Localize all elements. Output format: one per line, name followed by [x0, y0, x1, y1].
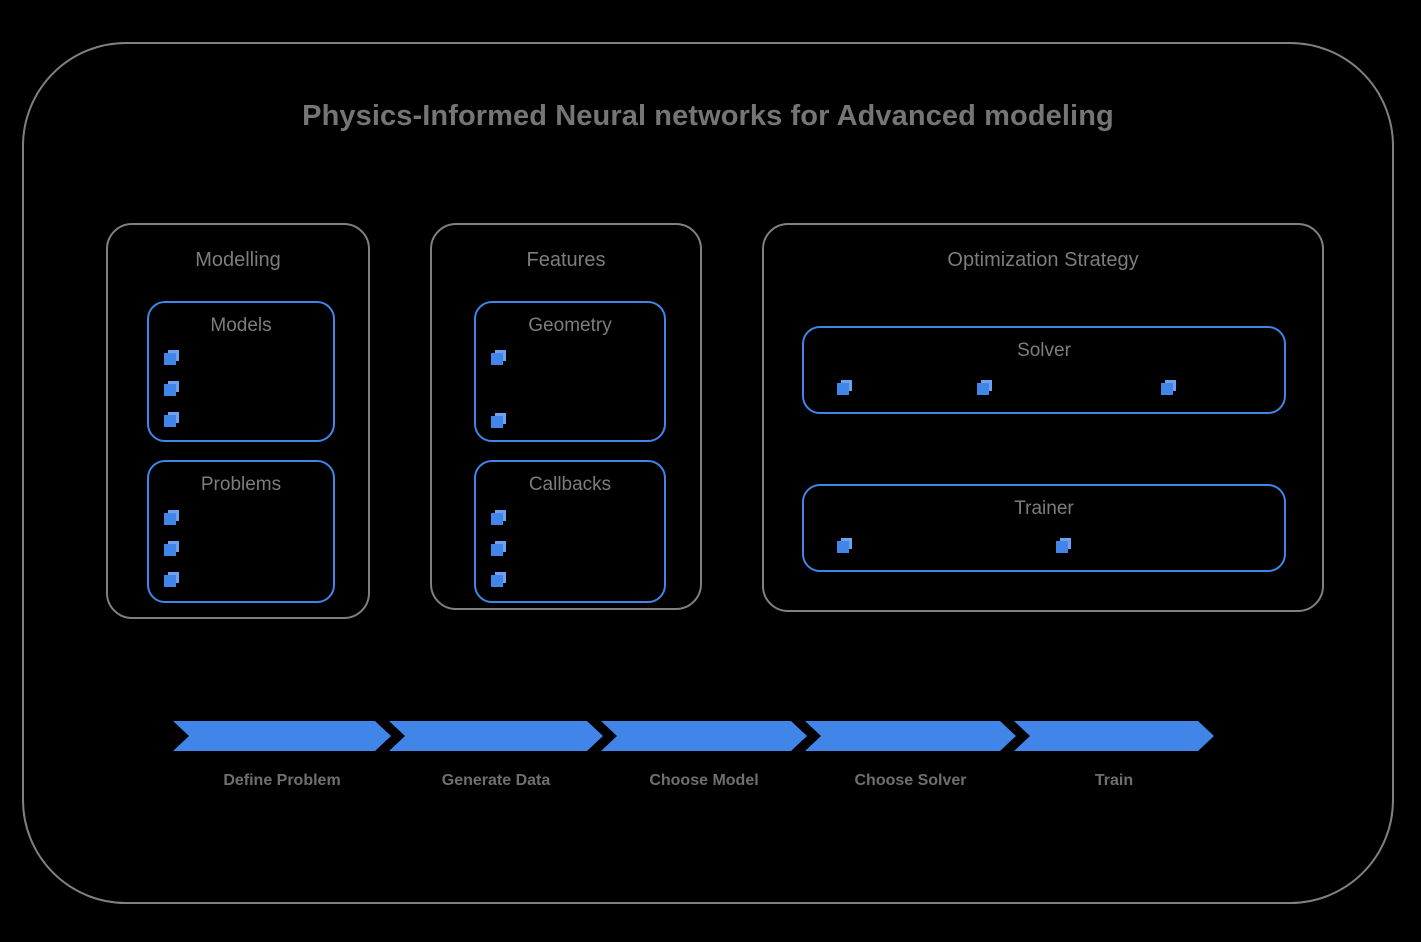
cube-icon	[164, 510, 179, 525]
cube-icon	[164, 381, 179, 396]
workflow-step-choose-solver[interactable]	[805, 721, 1016, 751]
cube-icon	[491, 541, 506, 556]
cube-icon	[164, 572, 179, 587]
cube-icon	[164, 412, 179, 427]
cube-icon	[837, 538, 852, 553]
cube-icon	[164, 541, 179, 556]
box-problems: Problems	[147, 460, 335, 603]
group-modelling: Modelling Models Problems	[106, 223, 370, 619]
outer-frame	[22, 42, 1394, 904]
box-geometry-label: Geometry	[528, 315, 612, 336]
workflow-label-define-problem: Define Problem	[223, 772, 341, 789]
workflow-step-generate-data[interactable]	[389, 721, 603, 751]
box-problems-label: Problems	[200, 474, 282, 495]
cube-icon	[491, 572, 506, 587]
group-features-label: Features	[526, 249, 606, 271]
box-models: Models	[147, 301, 335, 442]
cube-icon	[977, 380, 992, 395]
workflow-label-choose-solver: Choose Solver	[854, 772, 967, 789]
group-modelling-label: Modelling	[195, 249, 281, 271]
cube-icon	[491, 413, 506, 428]
workflow-step-choose-model[interactable]	[601, 721, 807, 751]
box-callbacks-label: Callbacks	[528, 474, 612, 495]
workflow-label-choose-model: Choose Model	[649, 772, 759, 789]
box-solver-label: Solver	[1017, 340, 1071, 361]
group-optimization-strategy-label: Optimization Strategy	[947, 249, 1139, 271]
group-features: Features Geometry Callbacks	[430, 223, 702, 610]
box-callbacks: Callbacks	[474, 460, 666, 603]
cube-icon	[164, 350, 179, 365]
workflow-step-train[interactable]	[1014, 721, 1214, 751]
cube-icon	[1056, 538, 1071, 553]
box-trainer-label: Trainer	[1014, 498, 1074, 519]
box-solver: Solver	[802, 326, 1286, 414]
group-optimization-strategy: Optimization Strategy Solver Trainer	[762, 223, 1324, 612]
cube-icon	[1161, 380, 1176, 395]
box-geometry: Geometry	[474, 301, 666, 442]
workflow-label-train: Train	[1094, 772, 1134, 789]
box-trainer: Trainer	[802, 484, 1286, 572]
cube-icon	[491, 510, 506, 525]
workflow-label-generate-data: Generate Data	[441, 772, 551, 789]
box-models-label: Models	[210, 315, 272, 336]
cube-icon	[491, 350, 506, 365]
workflow-step-define-problem[interactable]	[173, 721, 391, 751]
page-title: Physics-Informed Neural networks for Adv…	[302, 100, 1114, 132]
cube-icon	[837, 380, 852, 395]
